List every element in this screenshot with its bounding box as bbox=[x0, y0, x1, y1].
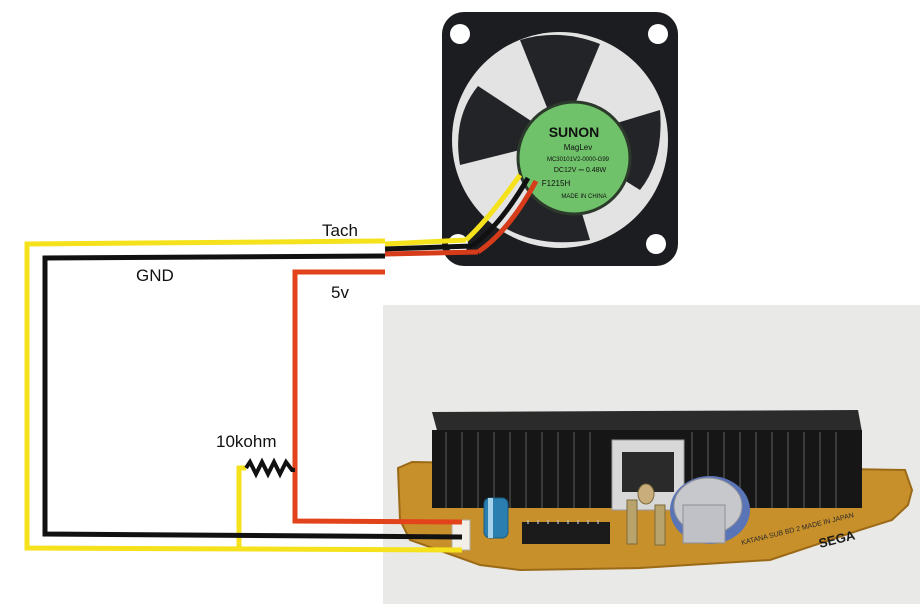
tach-label: Tach bbox=[322, 221, 358, 240]
coin-battery bbox=[670, 476, 750, 544]
fan-brand: SUNON bbox=[549, 124, 600, 140]
ic-chip bbox=[522, 522, 610, 544]
fan-rating: DC12V ⎓ 0.48W bbox=[554, 167, 607, 174]
fan-series: MagLev bbox=[564, 143, 592, 152]
gnd-label: GND bbox=[136, 266, 174, 285]
pullup-tap-wire bbox=[236, 465, 246, 548]
tach-wire bbox=[24, 238, 463, 553]
fan-lot: F1215H bbox=[542, 179, 571, 188]
board-photo: SEGA KATANA SUB BD 2 MADE IN JAPAN bbox=[383, 305, 920, 604]
resistor-label: 10kohm bbox=[216, 432, 277, 451]
wiring bbox=[24, 238, 463, 553]
v5-wire bbox=[292, 269, 463, 525]
gnd-wire bbox=[42, 253, 463, 540]
fan-origin: MADE IN CHINA bbox=[561, 194, 606, 200]
capacitor bbox=[483, 497, 509, 539]
fan-model: MC30101V2-0000-G99 bbox=[547, 157, 610, 163]
five-v-label: 5v bbox=[331, 283, 349, 302]
fan-photo: SUNON MagLev MC30101V2-0000-G99 DC12V ⎓ … bbox=[384, 12, 678, 266]
led bbox=[637, 483, 655, 505]
resistor-symbol bbox=[244, 457, 295, 479]
fan-hub-label bbox=[516, 100, 632, 216]
